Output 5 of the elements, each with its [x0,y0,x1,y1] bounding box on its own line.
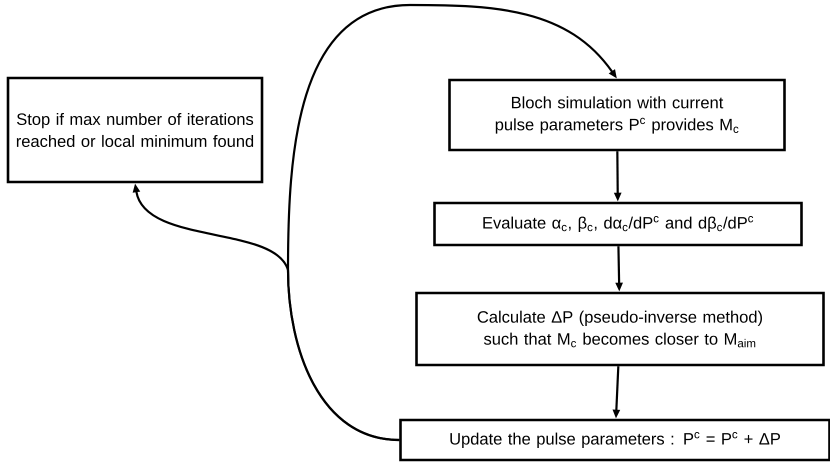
process-box: Stop if max number of iterations reached or local minimum found [6,76,264,184]
process-box: Evaluate α$_{c}$, β$_{c}$, dα$_{c}$/dP$^{c}$ and dβ$_{c}$/dP$^{c}$ [433,202,803,246]
process-box: Bloch simulation with current pulse parameters P$^{c}$ provides M$_{c}$ [448,78,786,152]
process-box: Calculate ΔP (pseudo-inverse method) such that M$_{c}$ becomes closer to M$_{aim}$ [415,292,825,366]
process-box: Update the pulse parameters : P$^{c}$ = P$^{c}$ + ΔP [399,418,830,462]
